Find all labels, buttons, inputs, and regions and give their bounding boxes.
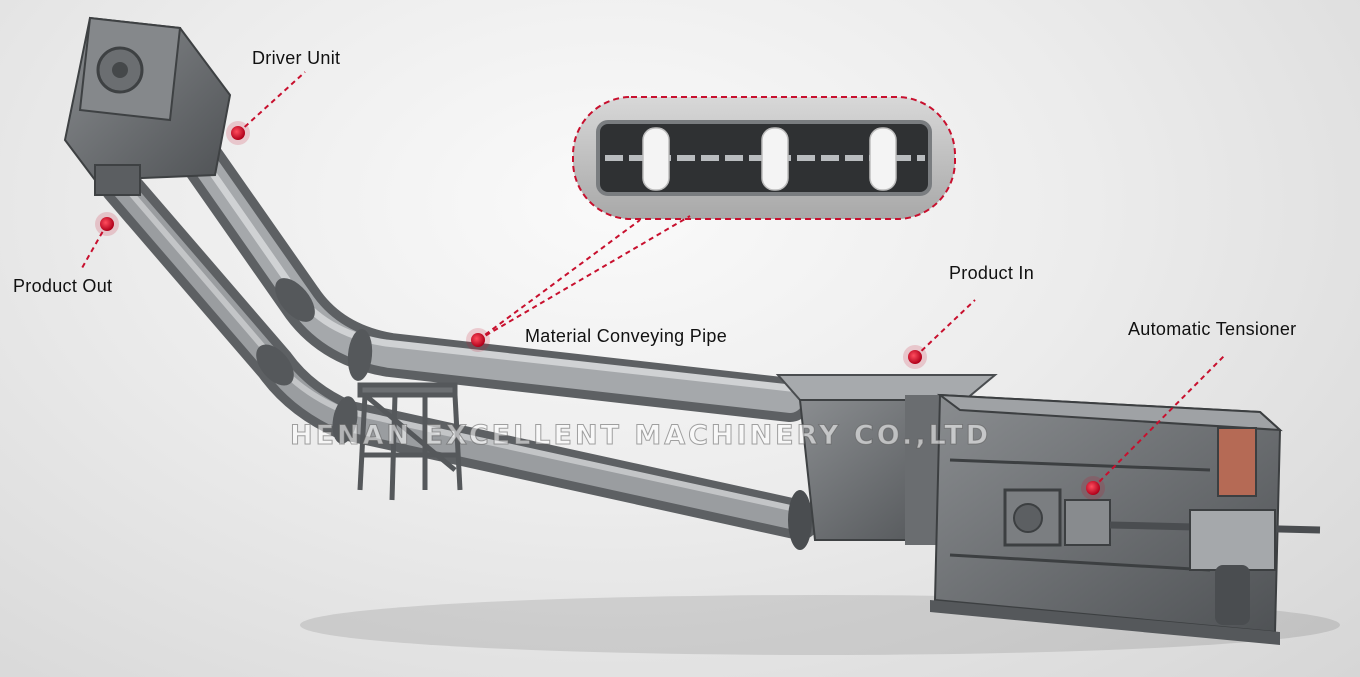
callout-leaders (81, 71, 1226, 489)
company-watermark: HENAN EXCELLENT MACHINERY CO.,LTD (289, 420, 992, 452)
pipe-support-stand (357, 382, 463, 501)
return-pipe (100, 165, 820, 550)
label-automatic-tensioner: Automatic Tensioner (1128, 319, 1297, 339)
chain-disc-magnifier (572, 96, 956, 220)
label-material-conveying-pipe: Material Conveying Pipe (525, 326, 727, 346)
callout-dots (95, 121, 1105, 500)
driver-unit-drawing (63, 16, 232, 196)
material-conveying-pipe-drawing (138, 78, 812, 422)
label-product-in: Product In (949, 263, 1035, 283)
label-product-out: Product Out (13, 276, 113, 296)
automatic-tensioner-drawing (930, 393, 1321, 645)
label-driver-unit: Driver Unit (252, 48, 341, 68)
